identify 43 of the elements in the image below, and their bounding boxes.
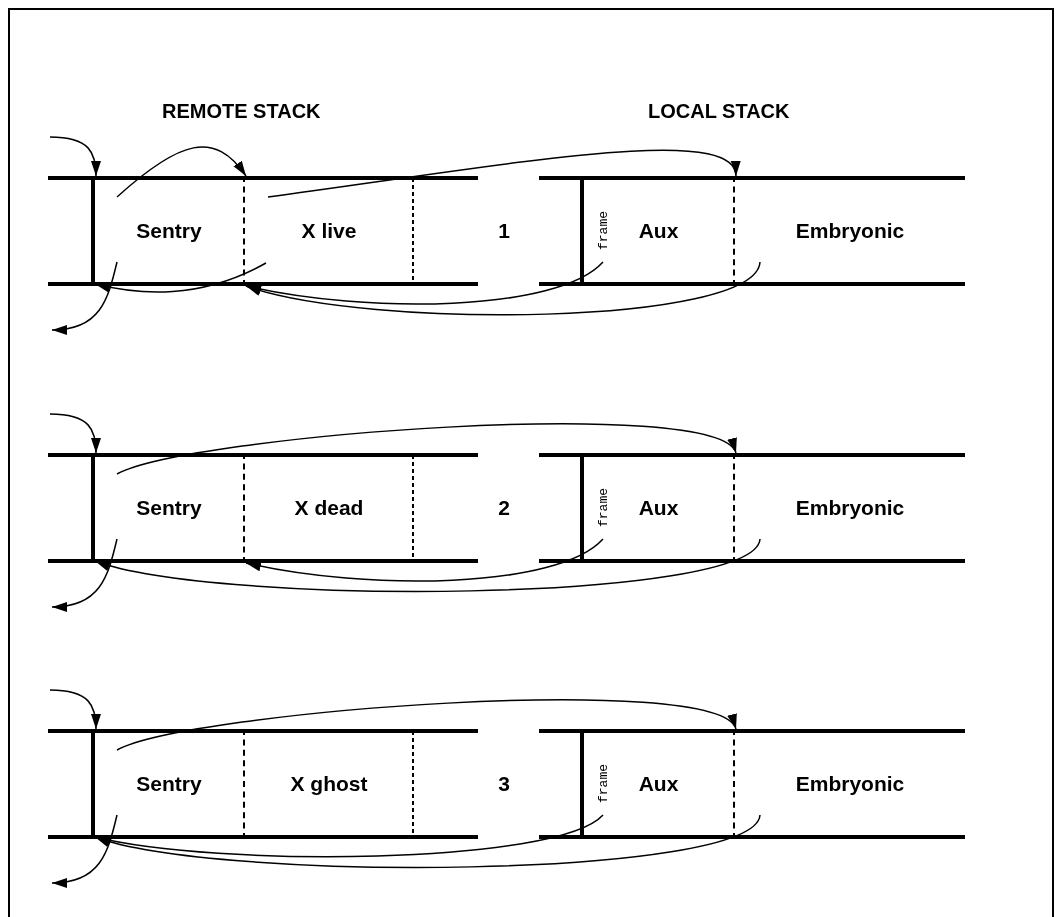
stack-slot [539,453,735,563]
frame-label: frame [597,764,610,803]
slot-label: 1 [498,218,510,245]
pointer-arrow [51,261,118,335]
slot-label: Embryonic [795,771,905,798]
pointer-arrow [49,413,101,454]
slot-label: X live [301,218,357,245]
stack-heading: REMOTE STACK [162,99,321,124]
stack-slot [243,176,413,286]
stack-slot [48,176,245,286]
pointer-arrow [49,136,101,177]
pointer-arrow [116,423,737,475]
frame-label: frame [597,488,610,527]
stack-slot [733,176,965,286]
stack-slot [733,729,965,839]
stack-heading: LOCAL STACK [648,99,790,124]
pointer-arrow [51,538,118,612]
pointer-arrow [49,689,101,730]
frame-label: frame [597,211,610,250]
stack-slot [539,176,735,286]
slot-label: Sentry [136,771,202,798]
slot-label: Embryonic [795,218,905,245]
slot-label: Sentry [136,495,202,522]
stack-slot [539,729,735,839]
slot-label: Aux [638,771,679,798]
slot-label: 2 [498,495,510,522]
slot-label: Embryonic [795,495,905,522]
slot-label: Sentry [136,218,202,245]
stack-slot [733,453,965,563]
pointer-arrow [51,814,118,888]
slot-label: Aux [638,495,679,522]
slot-label: X ghost [290,771,368,798]
slot-label: Aux [638,218,679,245]
slot-label: 3 [498,771,510,798]
pointer-arrow [245,538,604,582]
pointer-arrow [245,261,761,316]
pointer-arrow [116,146,247,198]
slot-label: X dead [294,495,364,522]
stack-slot [48,729,245,839]
stack-slot [48,453,245,563]
stack-slot [243,729,413,839]
pointer-arrow [116,699,737,751]
stack-slot [243,453,413,563]
